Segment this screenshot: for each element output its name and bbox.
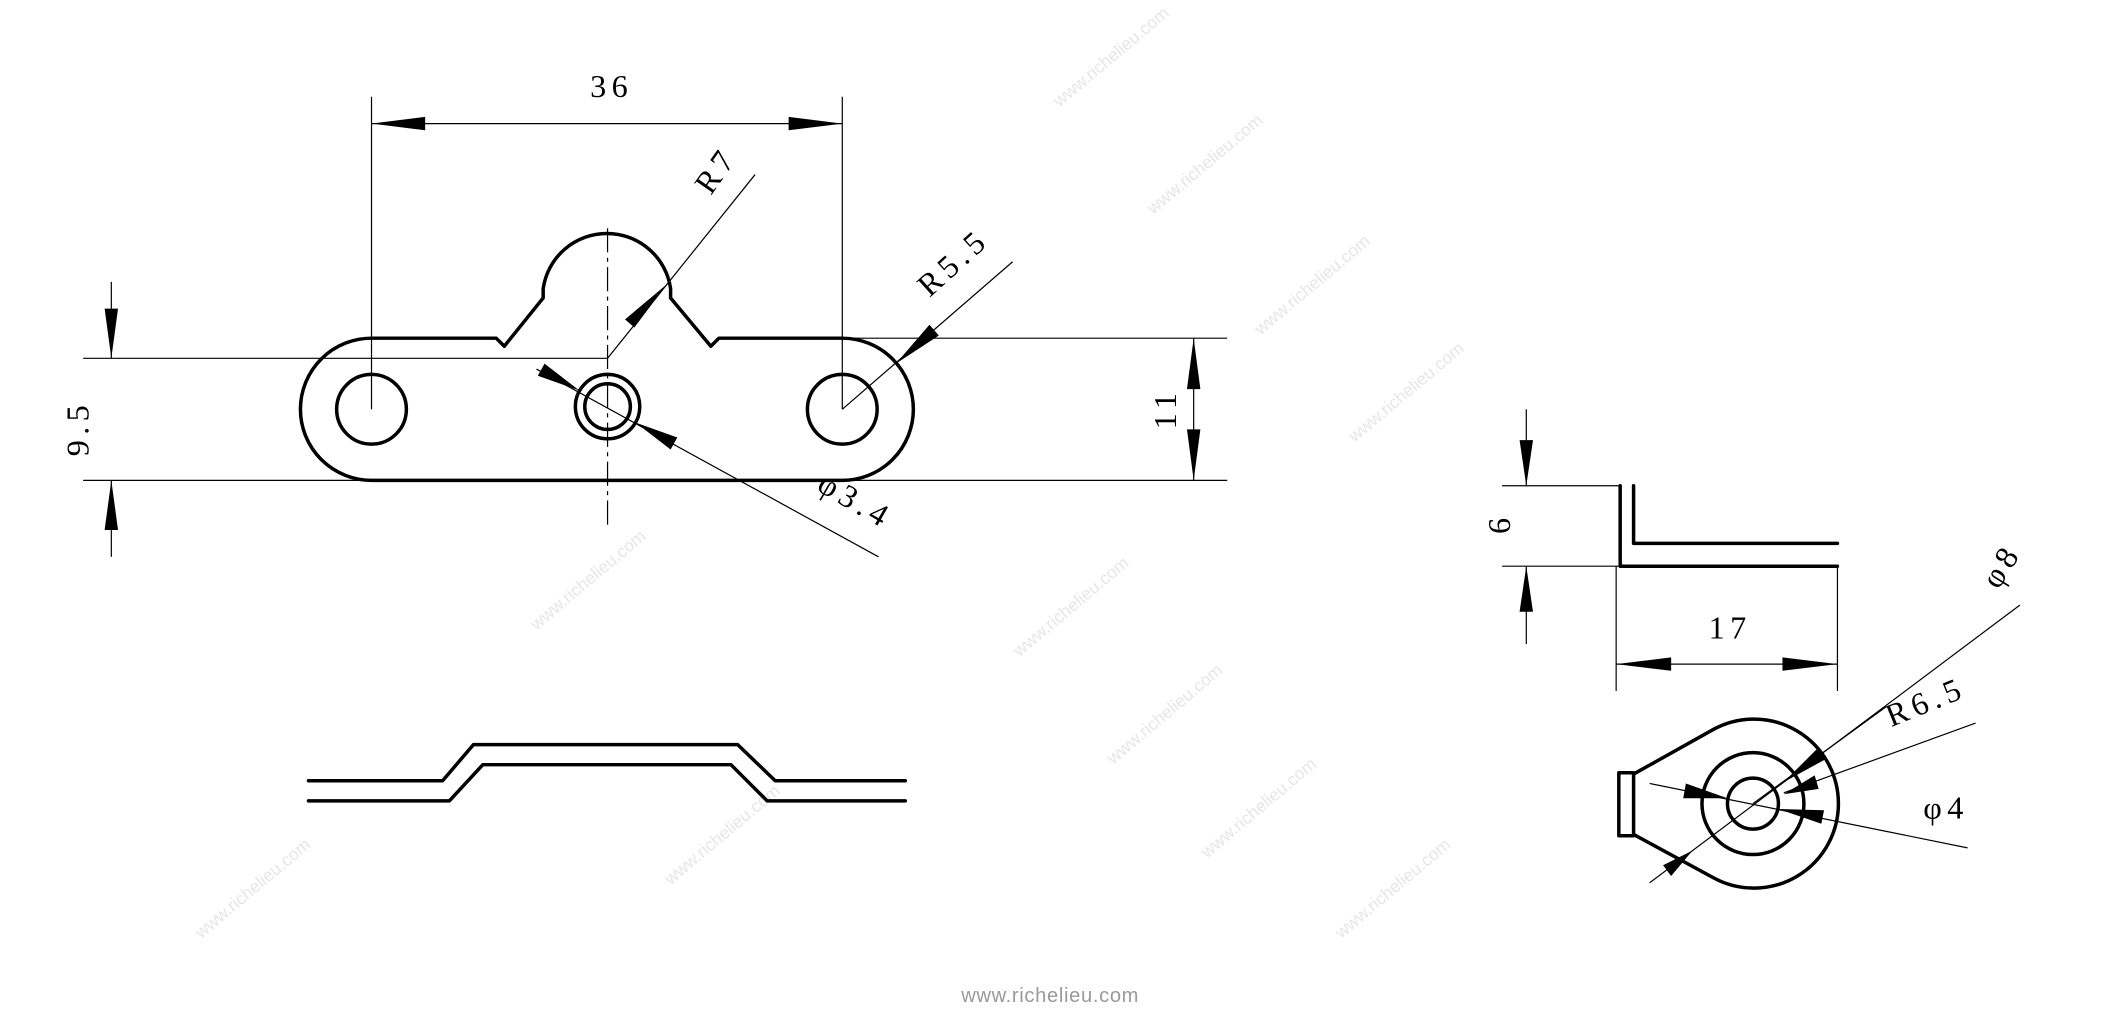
- end-view: φ8 R6.5 φ4: [1617, 536, 2029, 890]
- arrow-head: [371, 116, 426, 131]
- leader-line: [536, 368, 879, 558]
- eyelet-hole: [1725, 776, 1781, 831]
- dim-label-phi-4: φ4: [1923, 789, 1968, 825]
- watermark-text: www.richelieu.com: [190, 834, 314, 943]
- arrow-head: [895, 324, 939, 364]
- watermark-text: www.richelieu.com: [1008, 552, 1132, 661]
- arrow-head: [1616, 657, 1672, 671]
- arrow-head: [537, 363, 580, 391]
- dim-label-17: 17: [1709, 610, 1752, 646]
- dim-label-phi-3-4: φ3.4: [812, 465, 899, 536]
- tab: [1617, 770, 1636, 838]
- eyelet-middle-circle: [1700, 750, 1806, 857]
- arrow-head: [624, 284, 667, 328]
- arrow-head: [1186, 429, 1201, 481]
- dim-label-9-5: 9.5: [60, 400, 96, 456]
- arrow-head: [104, 480, 119, 530]
- watermark-text: www.richelieu.com: [1196, 754, 1320, 863]
- arrow-head: [104, 308, 119, 359]
- footer-url: www.richelieu.com: [960, 985, 1139, 1007]
- watermark-text: www.richelieu.com: [1102, 660, 1226, 769]
- dim-label-phi-8: φ8: [1974, 536, 2029, 594]
- dim-label-r6-5: R6.5: [1880, 669, 1971, 734]
- arrow-head: [1783, 748, 1826, 783]
- arrow-head: [635, 422, 678, 450]
- arrow-head: [1663, 850, 1693, 877]
- dim-label-r7: R7: [687, 140, 744, 200]
- watermark-text: www.richelieu.com: [1048, 3, 1172, 112]
- arrow-head: [1683, 783, 1728, 799]
- profile-top-edge: [306, 742, 908, 783]
- arrow-head: [1519, 440, 1533, 486]
- flange-outer: [1618, 483, 1840, 568]
- arrow-head: [1519, 566, 1533, 612]
- eyelet-outline: [1631, 717, 1841, 890]
- arrow-head: [1782, 657, 1838, 671]
- watermark-text: www.richelieu.com: [1142, 110, 1266, 219]
- watermark-text: www.richelieu.com: [1344, 338, 1468, 447]
- leader-line: [607, 174, 756, 359]
- dim-label-6: 6: [1481, 513, 1517, 534]
- arrow-head: [1778, 808, 1825, 824]
- profile-bottom-edge: [306, 762, 908, 803]
- arrow-head: [1186, 338, 1201, 390]
- top-view: 36 9.5 11 R7 R5.5 φ3.4: [60, 68, 1228, 558]
- watermark-text: www.richelieu.com: [1250, 231, 1374, 340]
- flange-inner: [1631, 483, 1840, 546]
- watermark-text: www.richelieu.com: [525, 526, 649, 635]
- dim-label-r5-5: R5.5: [910, 221, 996, 303]
- profile-view: [306, 742, 908, 803]
- side-view: 6 17: [1481, 409, 1840, 691]
- arrow-head: [788, 116, 843, 131]
- dim-label-11: 11: [1147, 388, 1183, 430]
- arrow-head: [1783, 775, 1819, 795]
- part-outline: [298, 231, 916, 483]
- dim-label-36: 36: [590, 68, 633, 104]
- watermark-text: www.richelieu.com: [1330, 834, 1454, 943]
